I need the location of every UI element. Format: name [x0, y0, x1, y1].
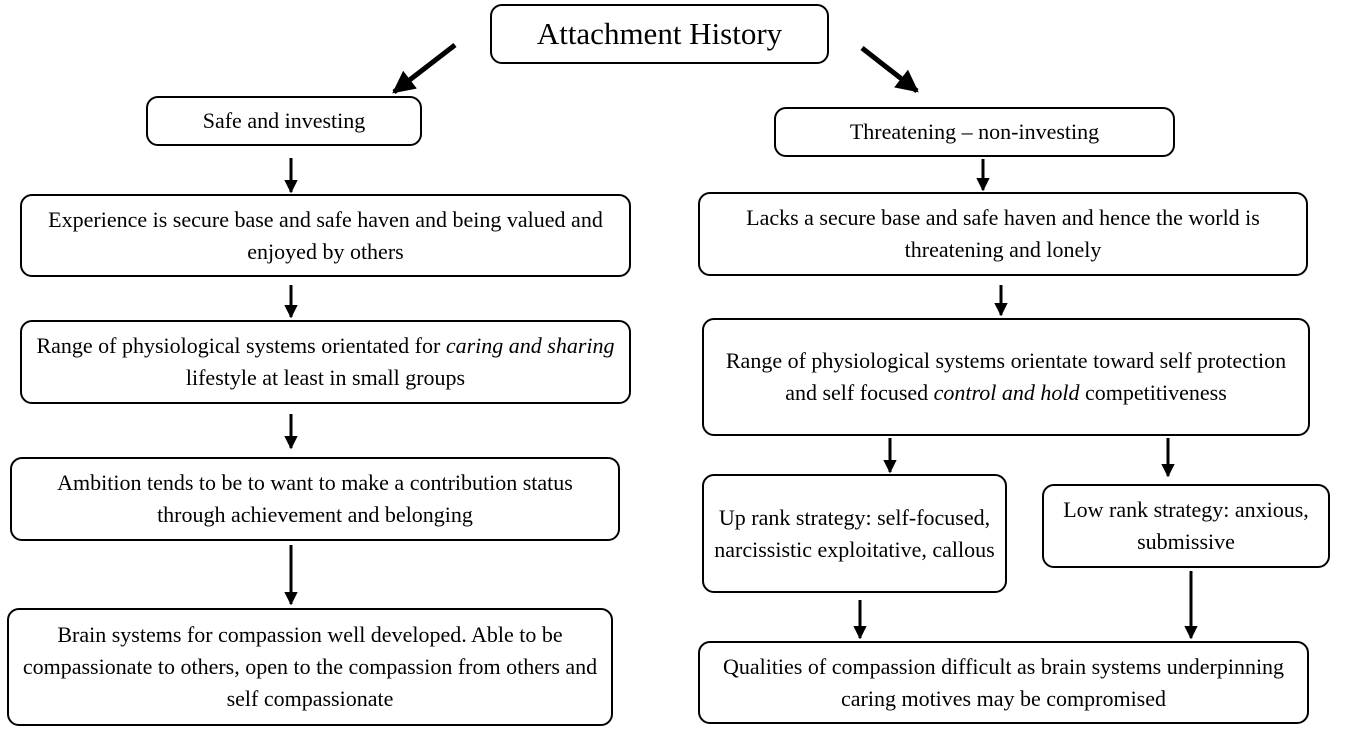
- caring-sharing-systems-box: Range of physiological systems orientate…: [20, 320, 631, 404]
- self-protection-systems-box: Range of physiological systems orientate…: [702, 318, 1310, 436]
- caring-sharing-emphasis: caring and sharing: [445, 333, 615, 358]
- attachment-history-title: Attachment History: [536, 16, 783, 51]
- self-protection-systems-post: competitiveness: [1079, 380, 1227, 405]
- ambition-contribution-text: Ambition tends to be to want to make a c…: [57, 470, 573, 527]
- secure-base-experience-text: Experience is secure base and safe haven…: [48, 206, 603, 264]
- arrow-title-to-threatening: [860, 46, 919, 93]
- safe-investing-box: Safe and investing: [146, 96, 422, 146]
- attachment-history-box: Attachment History: [490, 4, 829, 64]
- up-rank-strategy-box: Up rank strategy: self-focused, narcissi…: [702, 474, 1007, 593]
- caring-sharing-systems-pre: Range of physiological systems orientate…: [36, 333, 446, 358]
- caring-sharing-systems-text: Range of physiological systems orientate…: [32, 330, 619, 394]
- compassion-difficult-box: Qualities of compassion difficult as bra…: [698, 641, 1309, 724]
- control-hold-emphasis: control and hold: [933, 380, 1080, 405]
- low-rank-strategy-text: Low rank strategy: anxious, submissive: [1063, 497, 1309, 554]
- secure-base-experience-box: Experience is secure base and safe haven…: [20, 194, 631, 277]
- self-protection-systems-pre: Range of physiological systems orientate…: [725, 348, 1287, 405]
- low-rank-strategy-box: Low rank strategy: anxious, submissive: [1042, 484, 1330, 568]
- compassion-difficult-text: Qualities of compassion difficult as bra…: [722, 653, 1285, 711]
- safe-investing-label: Safe and investing: [202, 108, 366, 133]
- lacks-secure-base-box: Lacks a secure base and safe haven and h…: [698, 192, 1308, 276]
- lacks-secure-base-text: Lacks a secure base and safe haven and h…: [746, 205, 1260, 262]
- threatening-non-investing-box: Threatening – non-investing: [774, 107, 1175, 157]
- ambition-contribution-box: Ambition tends to be to want to make a c…: [10, 457, 620, 541]
- compassion-developed-text: Brain systems for compassion well develo…: [22, 622, 598, 711]
- compassion-developed-box: Brain systems for compassion well develo…: [7, 608, 613, 726]
- caring-sharing-systems-post: lifestyle at least in small groups: [185, 365, 466, 390]
- arrow-title-to-safe: [392, 43, 457, 94]
- threatening-non-investing-label: Threatening – non-investing: [849, 119, 1100, 144]
- self-protection-systems-text: Range of physiological systems orientate…: [714, 345, 1298, 409]
- up-rank-strategy-text: Up rank strategy: self-focused, narcissi…: [714, 504, 995, 562]
